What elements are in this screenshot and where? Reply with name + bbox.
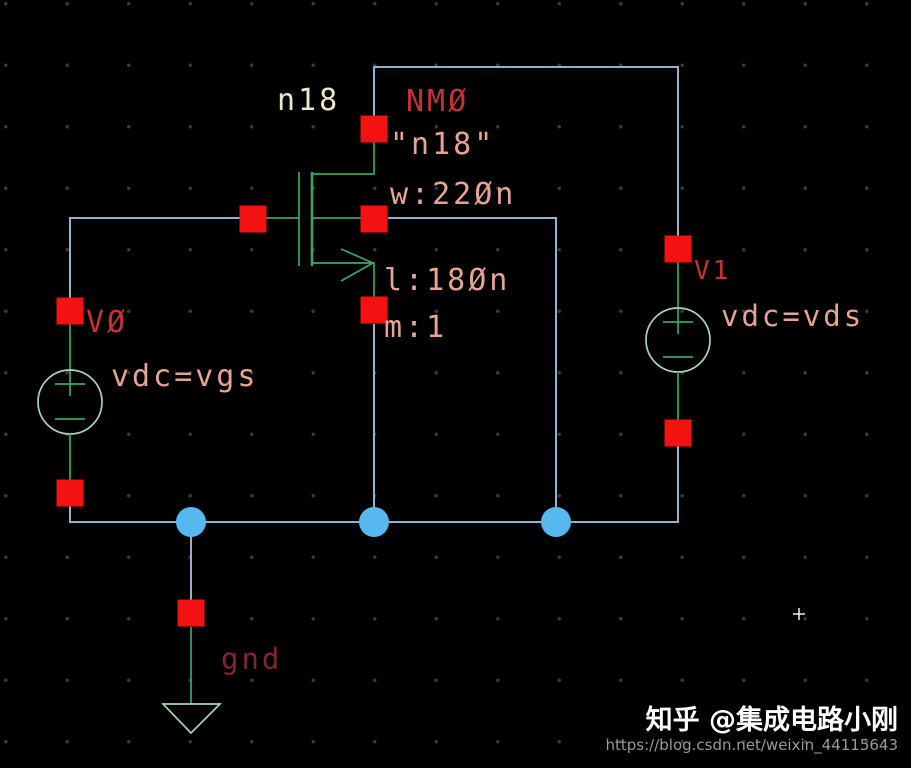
pin-nmos-source[interactable] [360,296,388,324]
wire-gate-net[interactable] [69,217,241,298]
gnd-symbol[interactable] [160,627,223,735]
pin-v1-plus[interactable] [664,235,692,263]
watermark: 知乎 @集成电路小刚 https://blog.csdn.net/weixin_… [605,704,898,753]
gnd-triangle-icon [160,703,223,735]
width-param-label[interactable]: w:22Øn [390,177,517,212]
wire-bulk-net[interactable] [388,217,557,521]
solder-dot-left[interactable] [176,507,206,537]
net-label-n18[interactable]: n18 [277,83,341,118]
watermark-url: https://blog.csdn.net/weixin_44115643 [605,735,898,754]
solder-dot-right[interactable] [541,507,571,537]
v1-source-symbol[interactable] [645,262,711,420]
cursor-crosshair-icon [793,608,805,620]
nmos-source-arrow-icon [340,248,375,282]
gnd-label[interactable]: gnd [221,642,283,676]
junction-dots [176,507,571,537]
nmos-transistor-symbol[interactable] [265,141,375,297]
pin-v0-plus[interactable] [56,297,84,325]
pin-gnd[interactable] [177,599,205,627]
nmos-drain-lead[interactable] [312,141,375,175]
pin-nmos-drain[interactable] [360,115,388,143]
length-param-label[interactable]: l:18Øn [384,263,511,298]
v0-source-symbol[interactable] [37,324,103,480]
terminal-pins [56,115,692,627]
v1-name-label[interactable]: V1 [694,256,732,286]
pin-v0-minus[interactable] [56,479,84,507]
pin-v1-minus[interactable] [664,419,692,447]
v1-value-label[interactable]: vdc=vds [721,299,865,333]
v0-value-label[interactable]: vdc=vgs [111,359,259,394]
instance-name-label[interactable]: NMØ [406,84,470,119]
multiplier-param-label[interactable]: m:1 [384,310,448,345]
v0-name-label[interactable]: VØ [86,305,129,340]
watermark-title: 知乎 @集成电路小刚 [645,705,898,736]
pin-nmos-bulk[interactable] [360,205,388,233]
wire-drain-net[interactable] [373,66,679,236]
model-name-label[interactable]: "n18" [390,127,496,162]
pin-nmos-gate[interactable] [239,205,267,233]
solder-dot-middle[interactable] [359,507,389,537]
